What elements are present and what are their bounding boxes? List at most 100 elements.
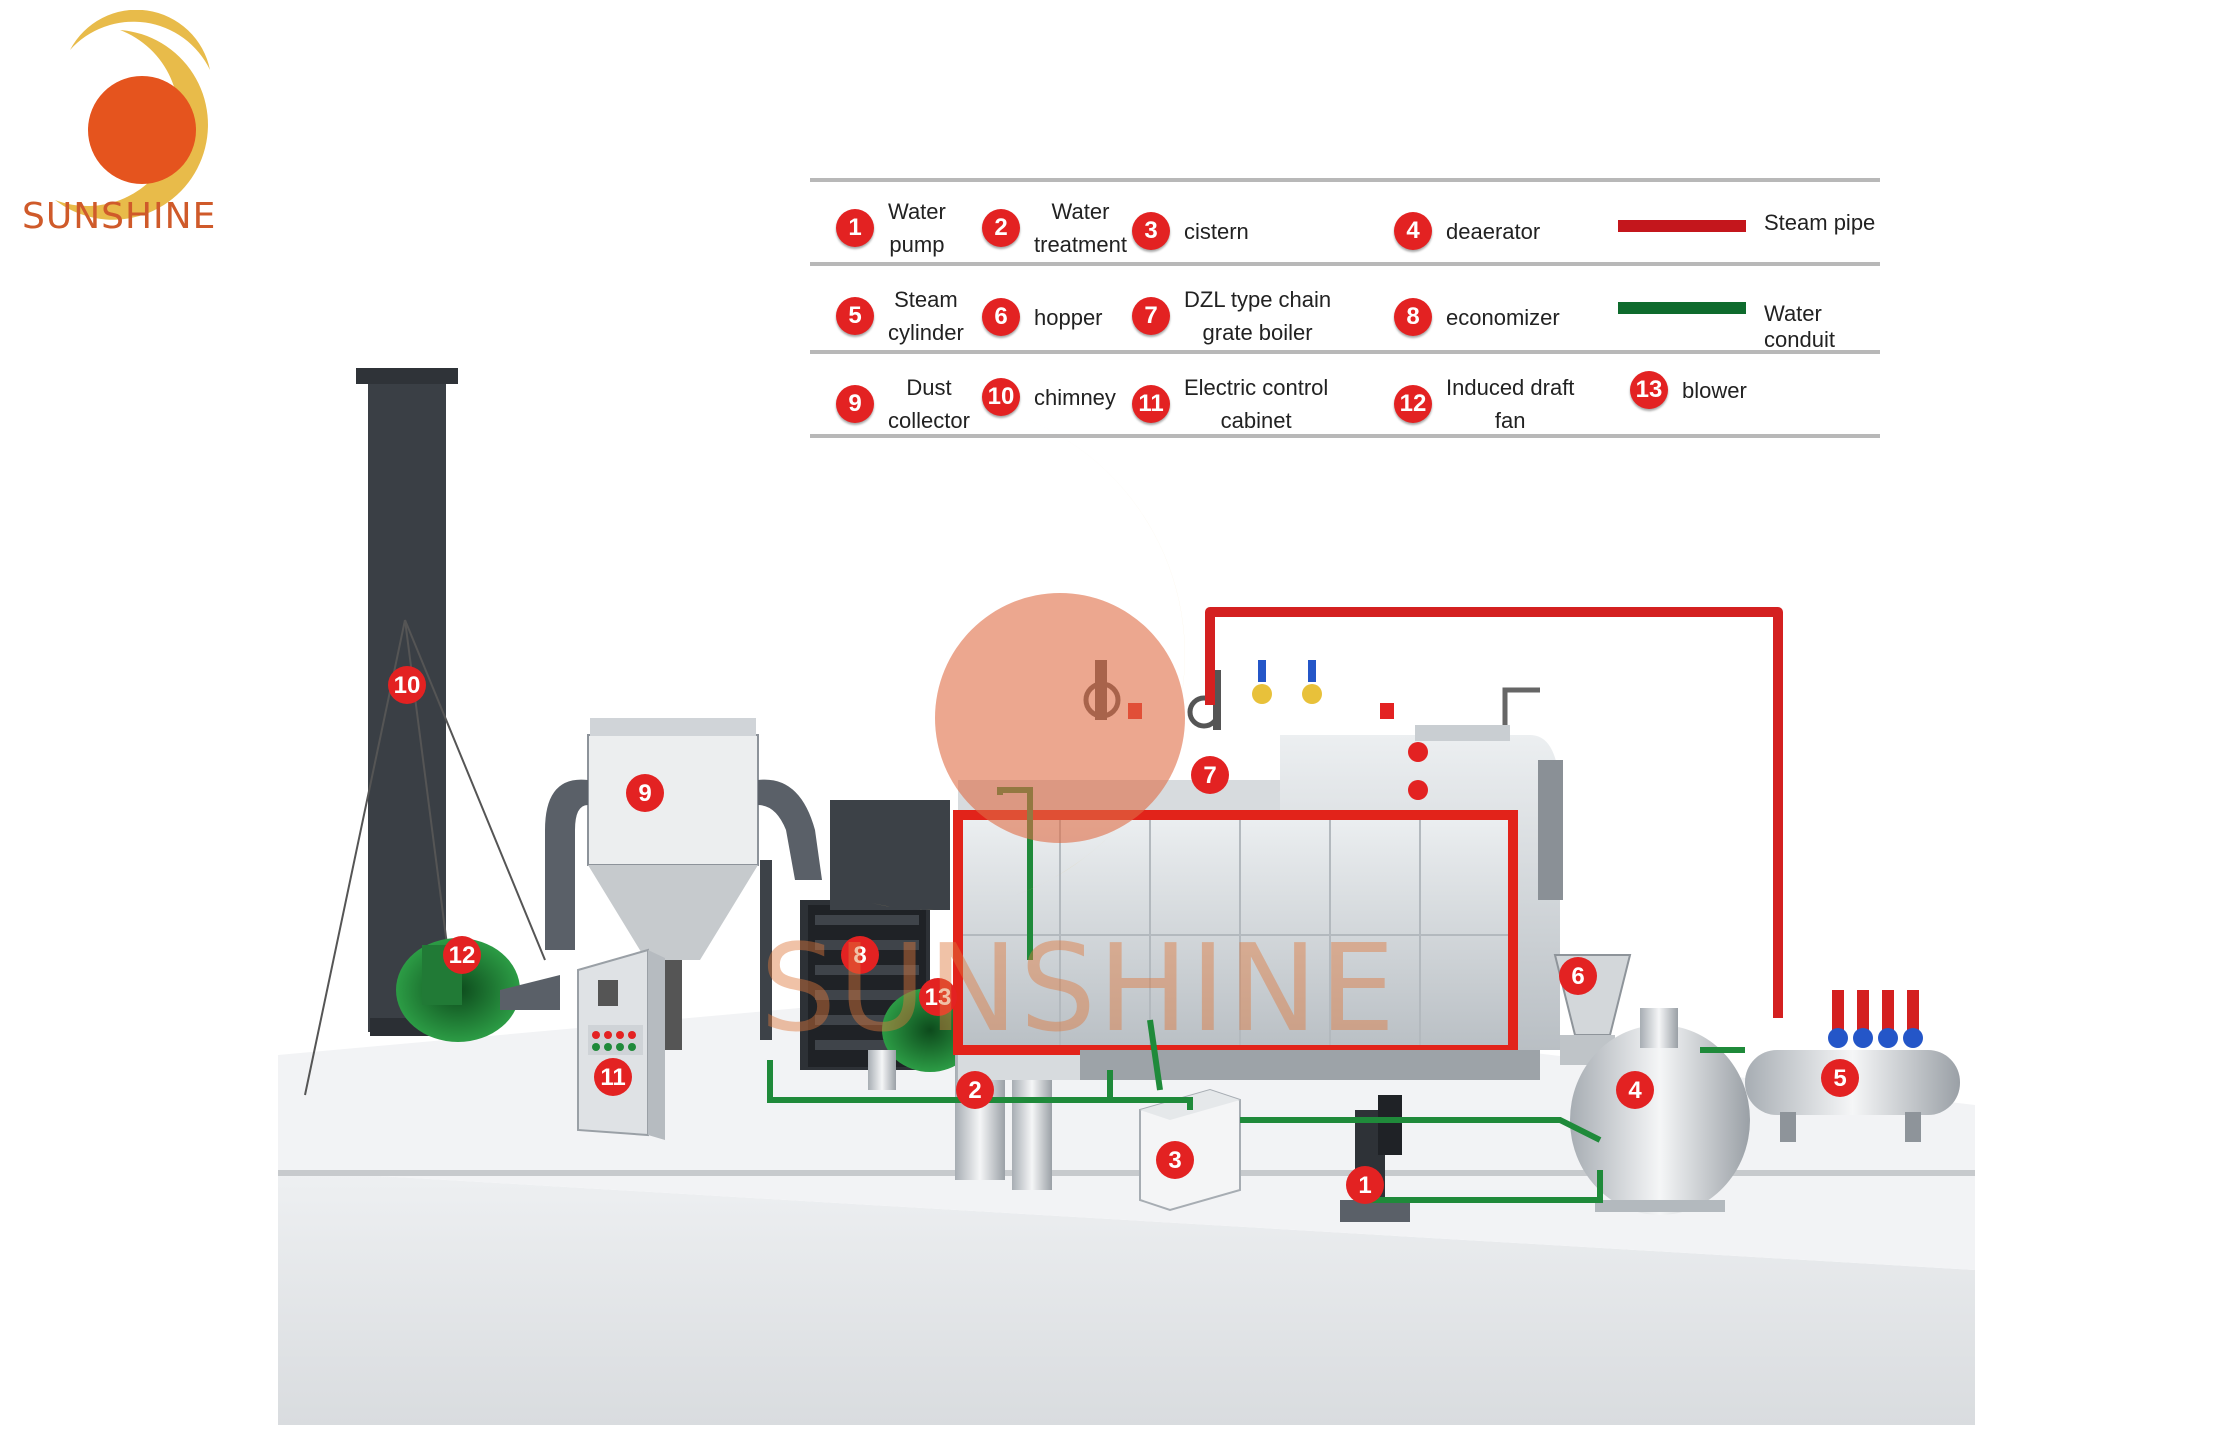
induced-draft-fan: [396, 938, 560, 1042]
legend-badge: 8: [1394, 298, 1432, 336]
marker-chain-grate-boiler: 7: [1191, 756, 1229, 794]
marker-number: 11: [600, 1064, 625, 1091]
legend: 1 Water pump 2 Water treatment 3 cistern…: [810, 178, 1890, 443]
marker-circle: [1346, 1166, 1384, 1204]
marker-number: 9: [638, 780, 651, 807]
marker-number: 3: [1168, 1147, 1181, 1174]
marker-circle: [956, 1071, 994, 1109]
electric-control-cabinet: [577, 948, 665, 1140]
legend-item-economizer: 8 economizer: [1394, 298, 1560, 336]
marker-dust-collector: 9: [626, 774, 664, 812]
legend-badge: 7: [1132, 297, 1170, 335]
marker-circle: [388, 666, 426, 704]
legend-badge: 11: [1132, 385, 1170, 423]
legend-label: economizer: [1446, 304, 1560, 330]
marker-circle: [1191, 756, 1229, 794]
legend-item-steam-cylinder: 5 Steam cylinder: [836, 283, 964, 349]
legend-badge: 6: [982, 298, 1020, 336]
legend-badge: 10: [982, 378, 1020, 416]
legend-badge: 2: [982, 209, 1020, 247]
marker-circle: [1559, 957, 1597, 995]
legend-item-water-treatment: 2 Water treatment: [982, 195, 1127, 261]
legend-label: chimney: [1034, 384, 1116, 410]
deaerator: [1570, 1008, 1750, 1215]
marker-number: 4: [1628, 1077, 1642, 1104]
marker-circle: [1821, 1059, 1859, 1097]
legend-item-dust-collector: 9 Dust collector: [836, 371, 970, 437]
legend-label: Dust collector: [888, 375, 970, 433]
legend-item-chain-grate-boiler: 7 DZL type chain grate boiler: [1132, 283, 1331, 349]
marker-circle: [626, 774, 664, 812]
marker-number: 1: [1358, 1172, 1371, 1199]
steam-pipe-label: Steam pipe: [1764, 210, 1876, 235]
legend-badge: 4: [1394, 212, 1432, 250]
marker-circle: [841, 936, 879, 974]
legend-item-water-pump: 1 Water pump: [836, 195, 946, 261]
legend-label: deaerator: [1446, 218, 1541, 244]
watermark-text: SUNSHINE: [760, 920, 1398, 1059]
legend-item-deaerator: 4 deaerator: [1394, 212, 1540, 250]
marker-number: 10: [394, 672, 421, 699]
marker-steam-cylinder: 5: [1821, 1059, 1859, 1097]
legend-item-chimney: 10 chimney: [982, 378, 1116, 416]
marker-cistern: 3: [1156, 1141, 1194, 1179]
legend-item-electric-control-cabinet: 11 Electric control cabinet: [1132, 371, 1328, 437]
legend-item-hopper: 6 hopper: [982, 298, 1103, 336]
marker-circle: [1616, 1071, 1654, 1109]
marker-circle: [594, 1058, 632, 1096]
marker-electric-control-cabinet: 11: [594, 1058, 632, 1096]
marker-number: 12: [449, 942, 476, 969]
legend-badge: 5: [836, 297, 874, 335]
legend-item-blower: 13 blower: [1630, 371, 1747, 409]
marker-number: 7: [1203, 762, 1216, 789]
legend-badge: 3: [1132, 212, 1170, 250]
marker-circle: [919, 978, 957, 1016]
marker-water-pump: 1: [1346, 1166, 1384, 1204]
watermark-logo: [860, 410, 1185, 910]
legend-rule: [810, 350, 1880, 354]
marker-deaerator: 4: [1616, 1071, 1654, 1109]
legend-label: Water treatment: [1034, 199, 1127, 257]
legend-rule: [810, 262, 1880, 266]
marker-induced-draft-fan: 12: [443, 936, 481, 974]
legend-item-induced-draft-fan: 12 Induced draft fan: [1394, 371, 1574, 437]
steam-pipe-swatch: [1618, 220, 1746, 232]
legend-label: Steam cylinder: [888, 287, 964, 345]
marker-number: 8: [853, 942, 866, 969]
marker-chimney: 10: [388, 666, 426, 704]
steam-pipe: [1205, 607, 1783, 1018]
marker-hopper: 6: [1559, 957, 1597, 995]
legend-badge: 13: [1630, 371, 1668, 409]
marker-economizer: 8: [841, 936, 879, 974]
legend-label: Electric control cabinet: [1184, 375, 1329, 433]
marker-number: 13: [925, 984, 952, 1011]
legend-badge: 12: [1394, 385, 1432, 423]
legend-label: Induced draft fan: [1446, 375, 1575, 433]
brand-name: SUNSHINE: [22, 196, 217, 237]
marker-circle: [1156, 1141, 1194, 1179]
sunshine-logo: [55, 10, 210, 220]
legend-badge: 9: [836, 385, 874, 423]
marker-number: 5: [1833, 1065, 1846, 1092]
legend-label: cistern: [1184, 218, 1249, 244]
legend-label: Water pump: [888, 199, 946, 257]
water-conduit-swatch: [1618, 302, 1746, 314]
legend-label: DZL type chain grate boiler: [1184, 287, 1332, 345]
chimney: [304, 368, 546, 1096]
marker-number: 2: [968, 1077, 981, 1104]
marker-blower: 13: [919, 978, 957, 1016]
legend-badge: 1: [836, 209, 874, 247]
legend-label: blower: [1682, 377, 1747, 403]
marker-number: 6: [1571, 963, 1584, 990]
legend-rule: [810, 434, 1880, 438]
marker-water-treatment: 2: [956, 1071, 994, 1109]
legend-rule: [810, 178, 1880, 182]
legend-label: hopper: [1034, 304, 1103, 330]
water-conduit-label: Water conduit: [1764, 301, 1835, 352]
economizer: [800, 800, 950, 1070]
dust-collector: [545, 718, 822, 1050]
legend-item-cistern: 3 cistern: [1132, 212, 1249, 250]
marker-circle: [443, 936, 481, 974]
